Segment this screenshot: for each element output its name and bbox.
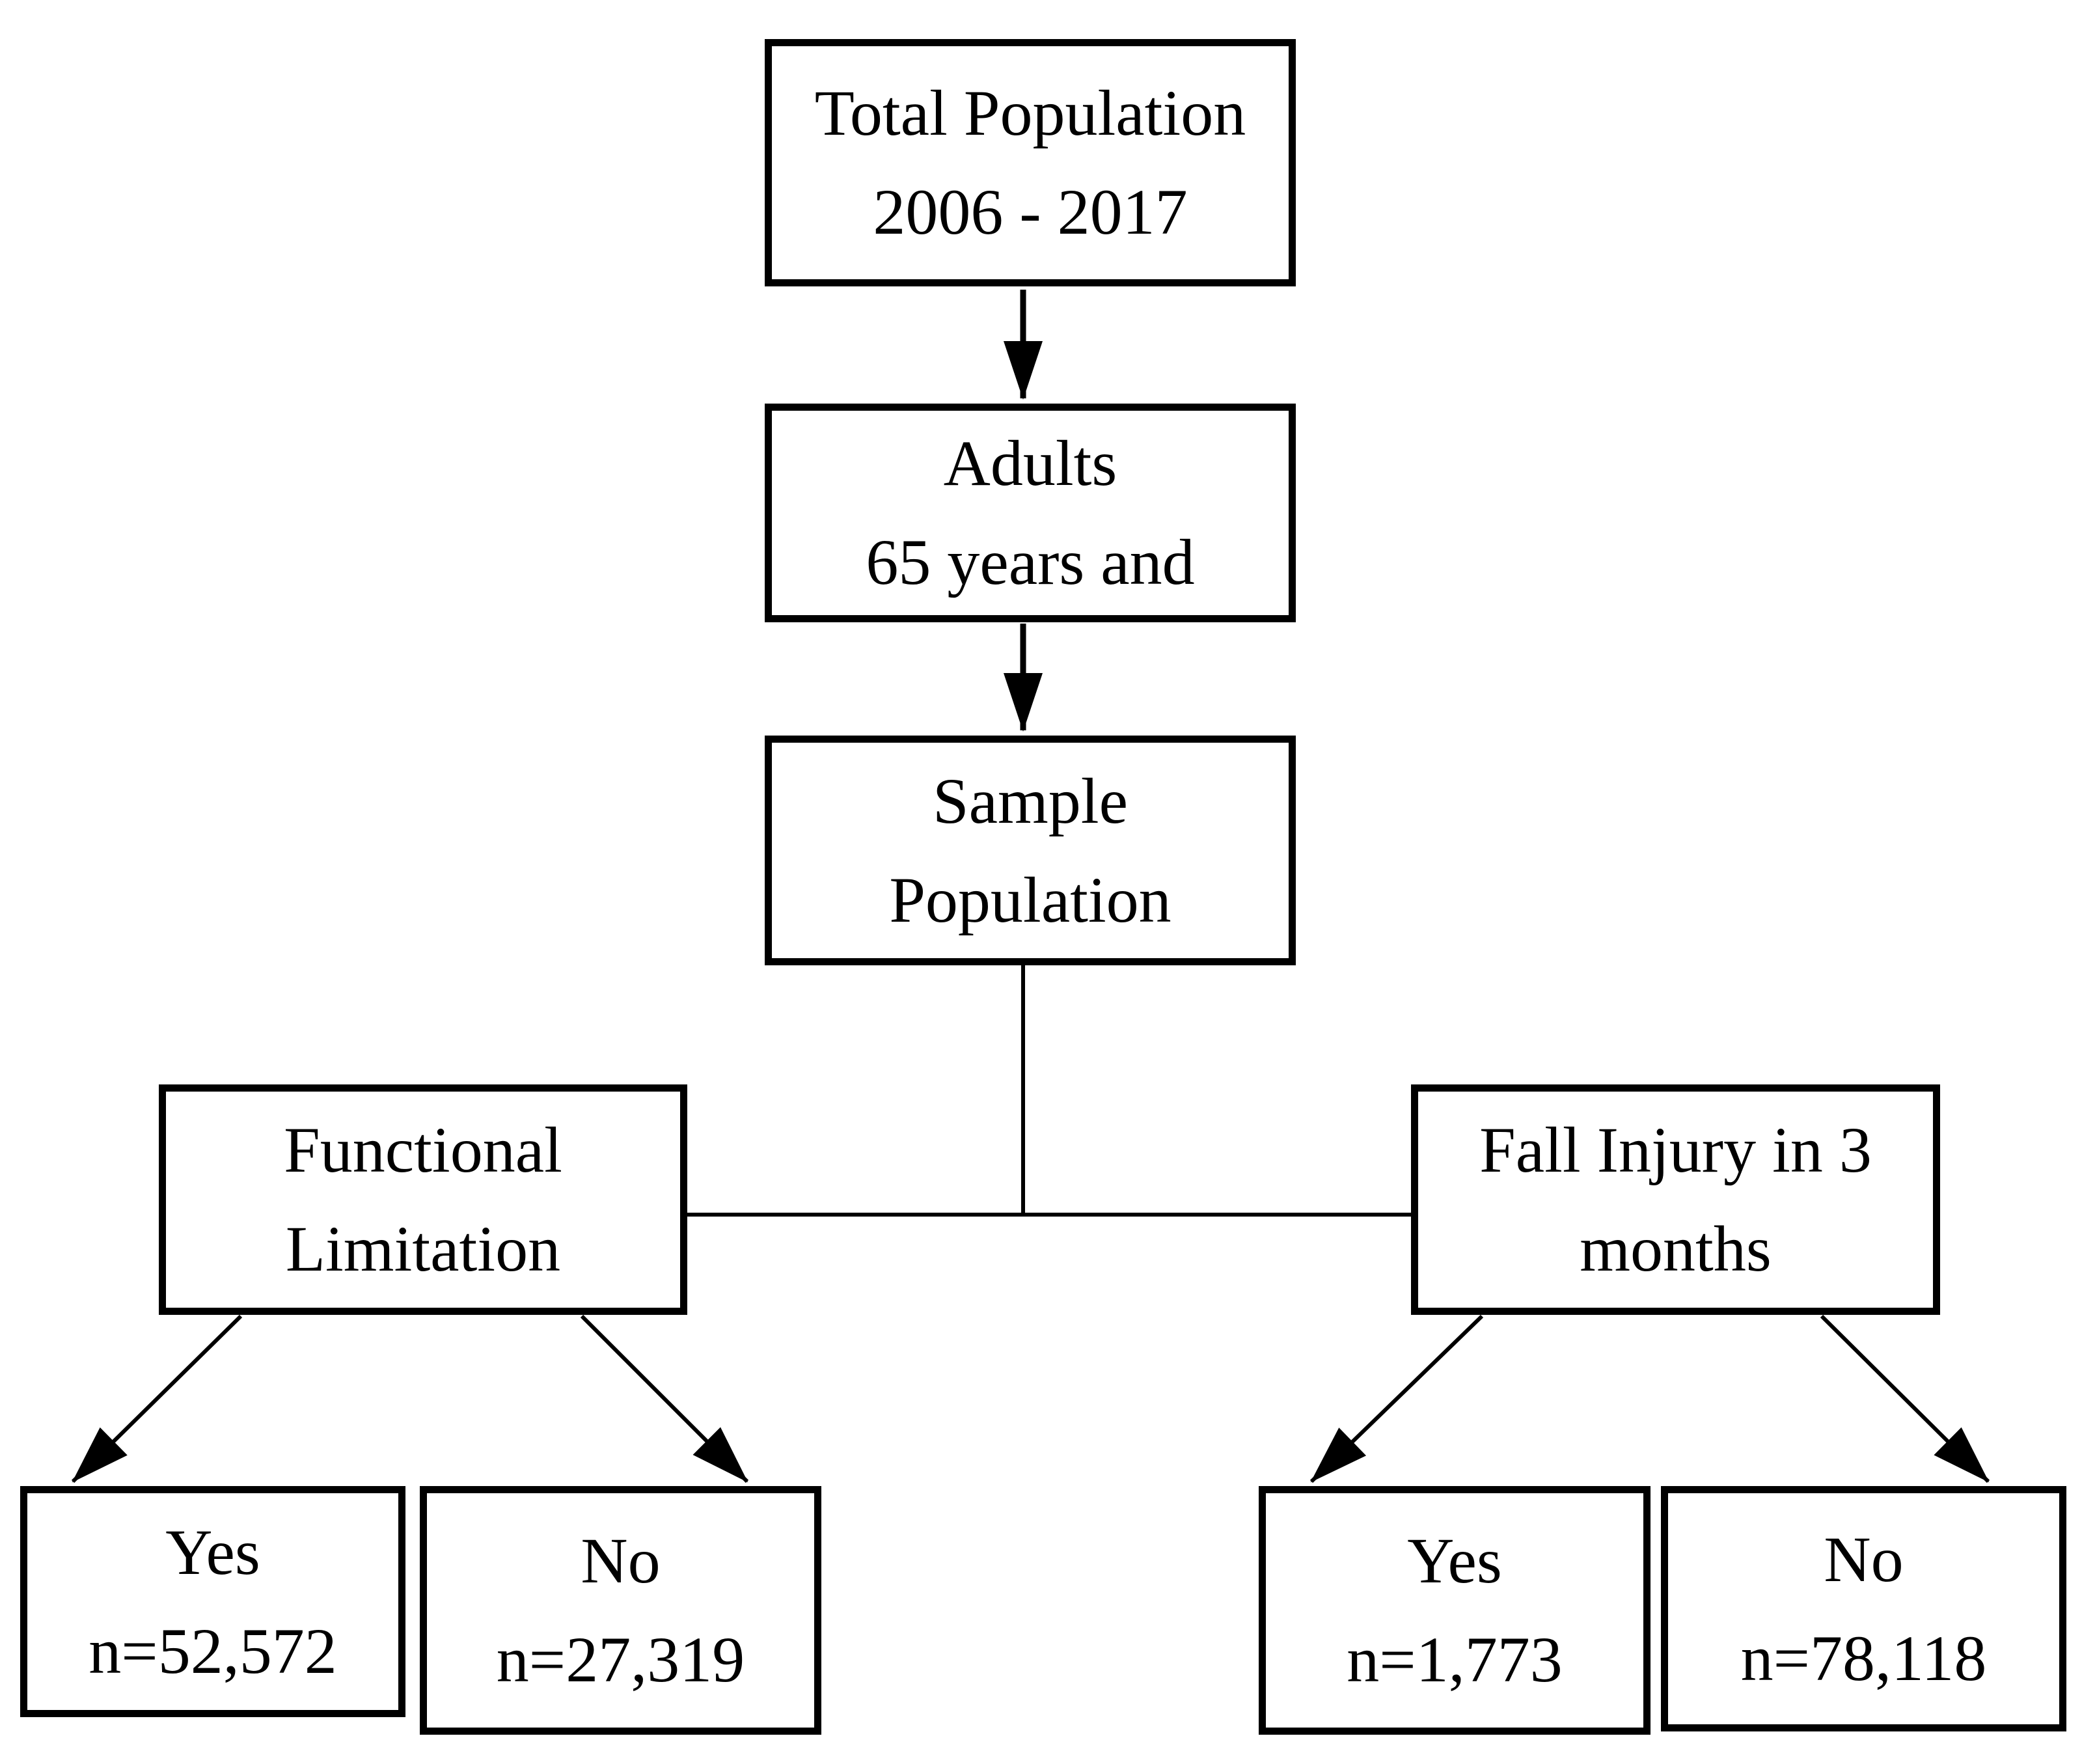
node-sample-population-line1: Sample — [933, 764, 1128, 837]
node-sample-population: Sample Population — [765, 736, 1296, 965]
node-fall-no-label: No — [1824, 1523, 1904, 1595]
node-fall-injury-line2: months — [1580, 1213, 1772, 1285]
node-functional-yes-label: Yes — [165, 1515, 260, 1588]
node-functional-no-label: No — [581, 1524, 661, 1597]
node-functional-no: No n=27,319 — [420, 1486, 821, 1735]
node-fall-no: No n=78,118 — [1661, 1486, 2066, 1731]
arrow-fall-to-yes — [1309, 1314, 1484, 1483]
node-functional-limitation-line2: Limitation — [285, 1213, 561, 1285]
node-functional-yes-count: n=52,572 — [89, 1614, 337, 1687]
arrow-functional-to-no — [580, 1314, 749, 1483]
node-total-population-line1: Total Population — [814, 77, 1246, 149]
node-functional-limitation: Functional Limitation — [159, 1084, 687, 1315]
node-fall-yes: Yes n=1,773 — [1259, 1486, 1651, 1735]
node-fall-injury-line1: Fall Injury in 3 — [1479, 1114, 1872, 1186]
node-fall-yes-count: n=1,773 — [1347, 1623, 1563, 1696]
node-sample-population-line2: Population — [889, 863, 1171, 936]
arrow-fall-to-no — [1820, 1314, 1990, 1483]
node-functional-no-count: n=27,319 — [496, 1623, 745, 1696]
node-fall-injury: Fall Injury in 3 months — [1411, 1084, 1940, 1315]
node-fall-yes-label: Yes — [1407, 1524, 1502, 1597]
node-adults-65-line1: Adults — [943, 427, 1117, 499]
node-total-population-line2: 2006 - 2017 — [873, 176, 1188, 248]
node-fall-no-count: n=78,118 — [1740, 1621, 1987, 1694]
node-functional-limitation-line1: Functional — [284, 1114, 562, 1186]
node-total-population: Total Population 2006 - 2017 — [765, 39, 1296, 286]
node-functional-yes: Yes n=52,572 — [20, 1486, 405, 1717]
node-adults-65: Adults 65 years and — [765, 404, 1296, 622]
node-adults-65-line2: 65 years and — [866, 526, 1195, 598]
arrow-functional-to-yes — [71, 1314, 243, 1483]
